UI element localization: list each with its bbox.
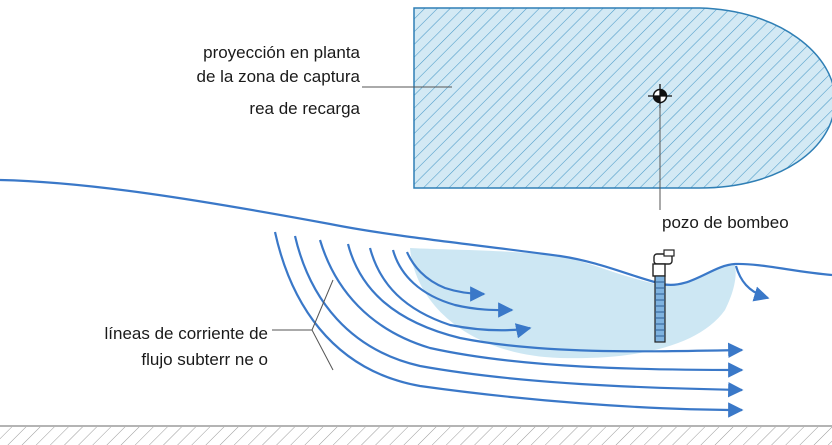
flow-lines bbox=[273, 231, 770, 418]
flow-line-3 bbox=[318, 239, 744, 378]
flow-line-divide bbox=[734, 265, 770, 302]
pumping-well bbox=[652, 249, 675, 343]
flow-line-1 bbox=[273, 231, 744, 418]
capture-zone-label-line3: rea de recarga bbox=[249, 99, 360, 118]
flow-line-6 bbox=[391, 249, 514, 318]
flow-line-7 bbox=[405, 251, 486, 302]
flow-line-4 bbox=[346, 243, 744, 358]
capture-zone-section bbox=[410, 248, 736, 359]
water-table-line bbox=[0, 178, 832, 287]
capture-zone-plan-view bbox=[413, 7, 832, 189]
well-label: pozo de bombeo bbox=[662, 213, 789, 232]
flow-line-2 bbox=[293, 235, 744, 398]
impermeable-base bbox=[0, 425, 832, 445]
flow-line-5 bbox=[368, 247, 532, 339]
flow-lines-label-line1: líneas de corriente de bbox=[104, 324, 269, 343]
flow-lines-leader bbox=[272, 279, 334, 371]
capture-zone-label-line2: de la zona de captura bbox=[196, 67, 360, 86]
capture-zone-label-line1: proyección en planta bbox=[203, 43, 360, 62]
flow-lines-label-line2: flujo subterr ne o bbox=[141, 350, 268, 369]
